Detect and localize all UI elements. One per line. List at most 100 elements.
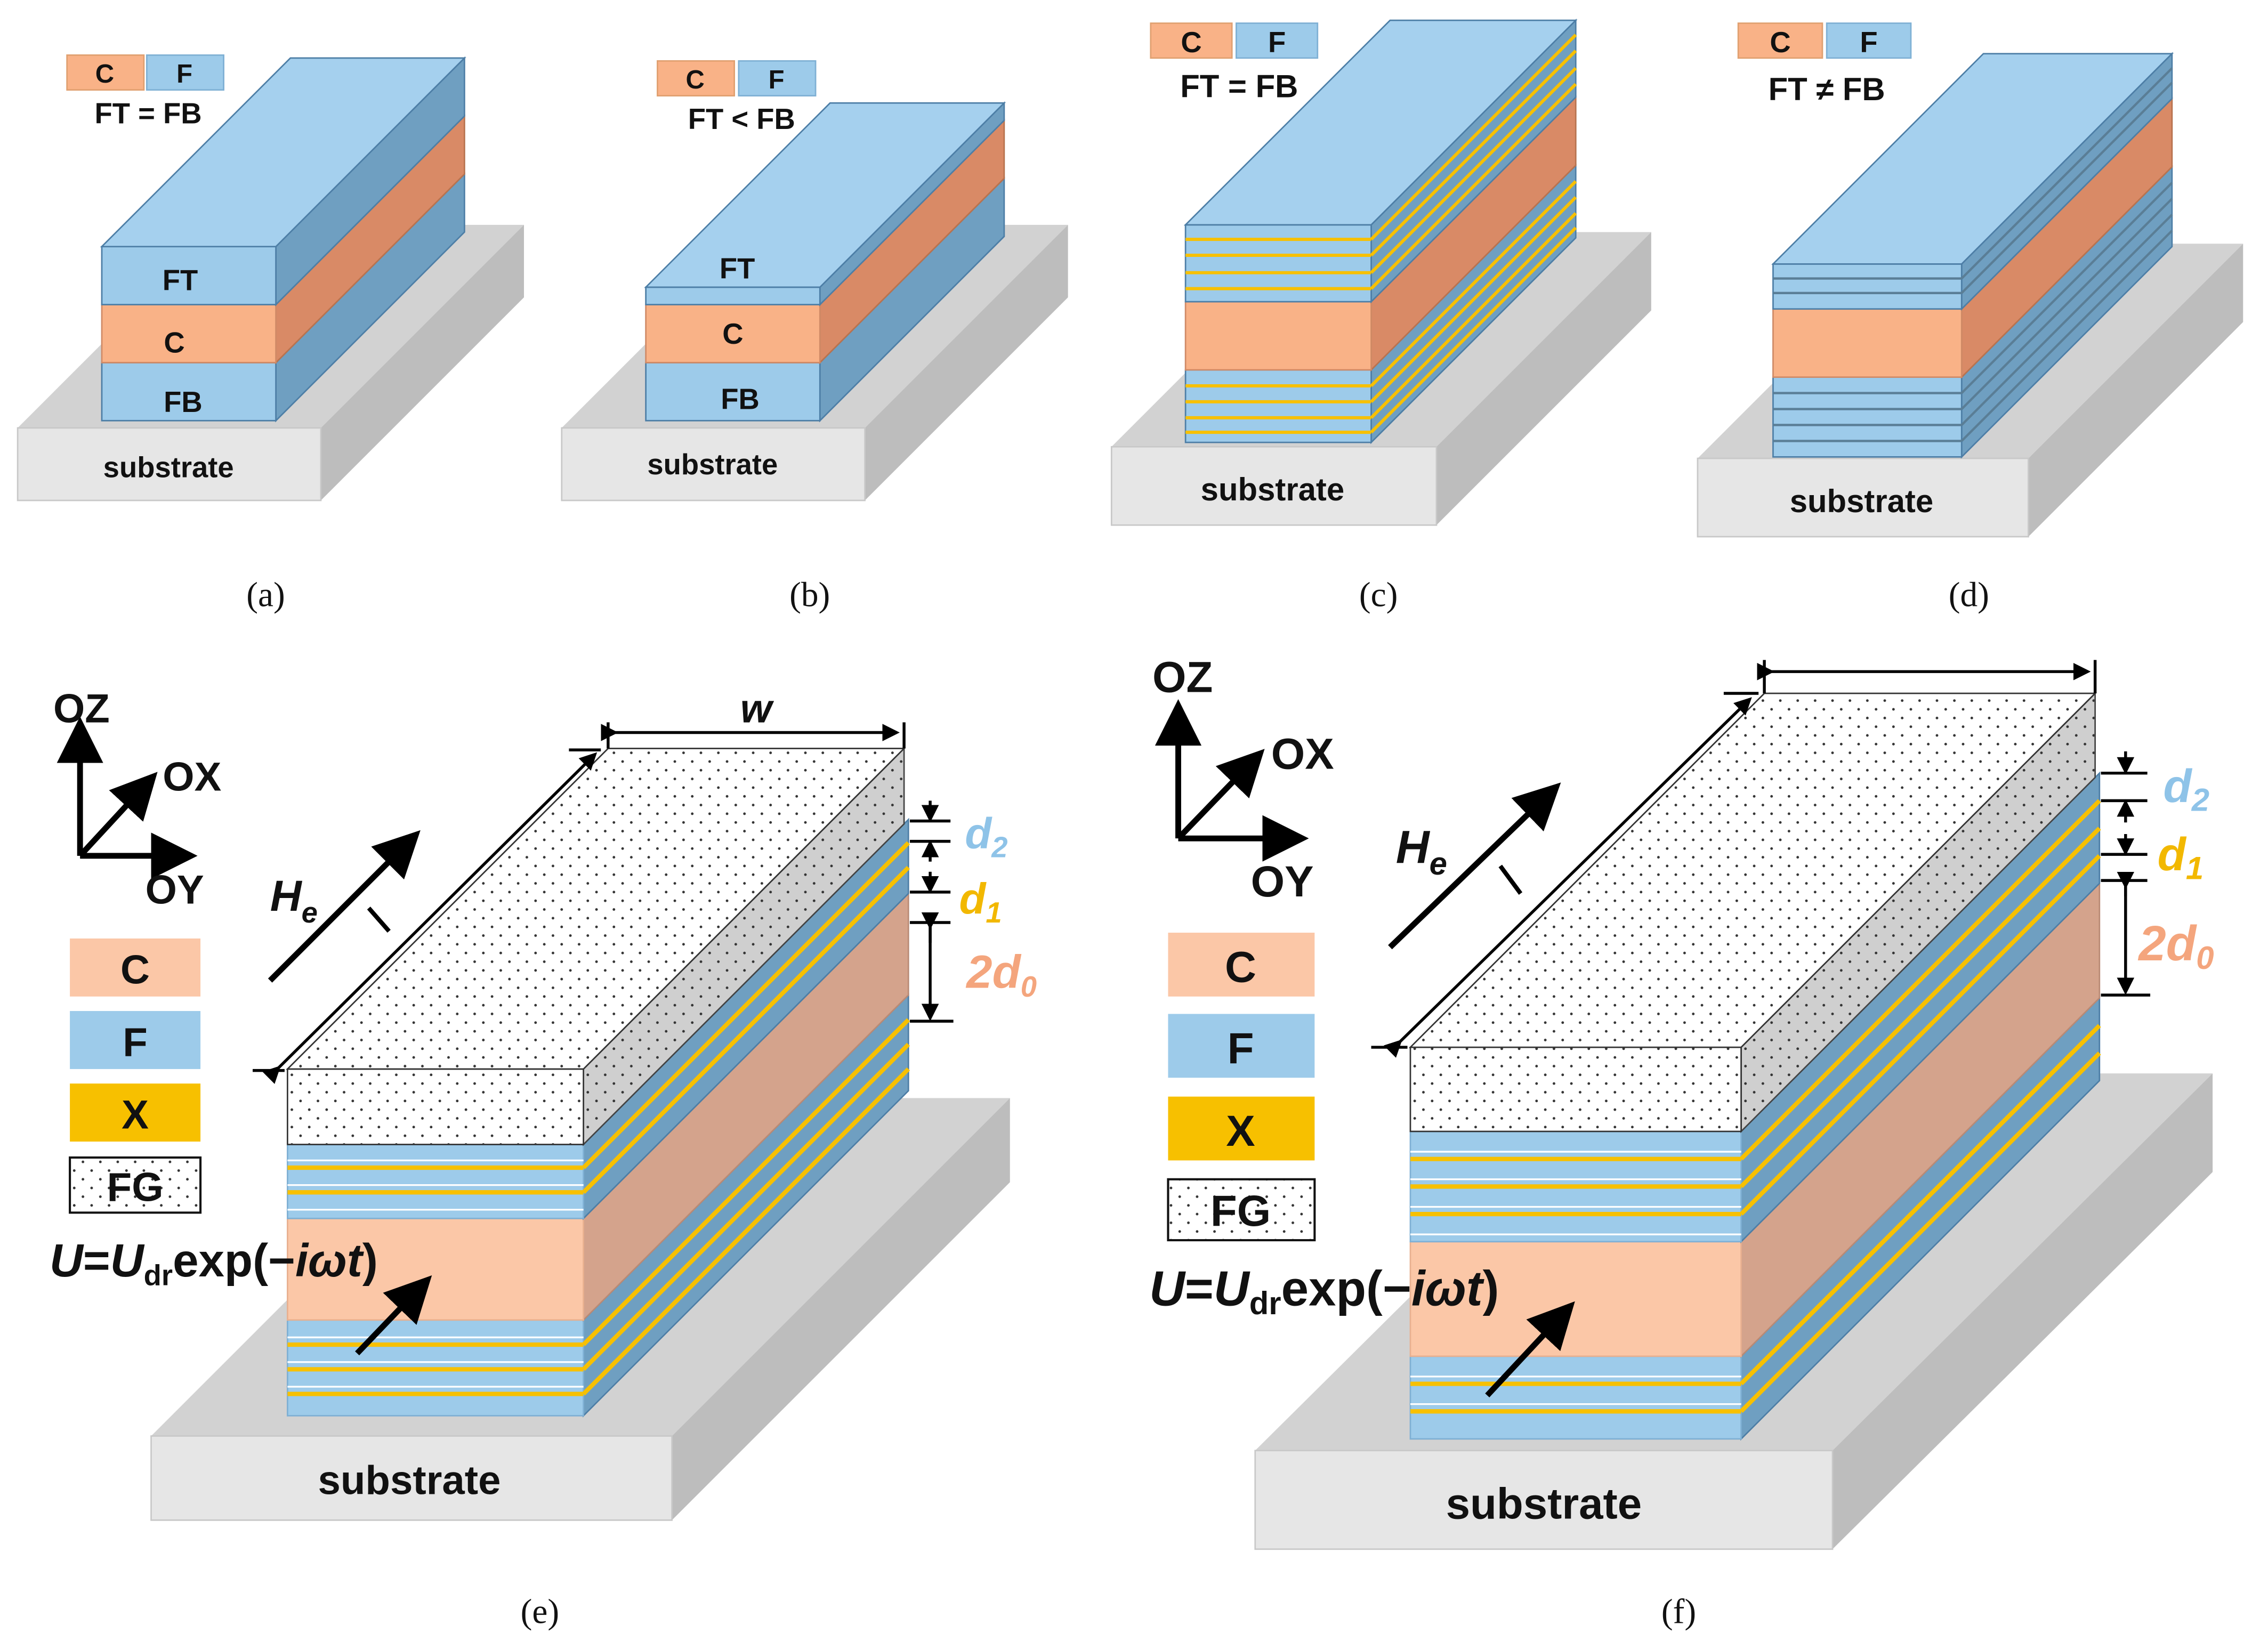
mini-legend-c-b: C	[685, 66, 704, 94]
mini-legend-c-c: C	[1181, 26, 1201, 59]
d1-main-f: d	[2158, 829, 2187, 880]
legend-f: C F X FG	[1167, 933, 1316, 1242]
caption-e: (e)	[521, 1593, 560, 1631]
volt-sub-f: dr	[1249, 1285, 1281, 1321]
volt-exp-f: exp(−	[1281, 1261, 1411, 1316]
w-label-e: w	[740, 686, 774, 731]
volt-iwt-e: iωt	[295, 1235, 364, 1287]
legend-x-f: X	[1226, 1107, 1255, 1155]
width-dimension-e: w	[601, 686, 906, 749]
stack-a: FT C FB	[100, 56, 466, 423]
d0-sub-f: 0	[2196, 940, 2214, 976]
legend-f-e: F	[123, 1020, 148, 1065]
mini-legend-f-c: F	[1268, 26, 1286, 59]
volt-exp-e: exp(−	[173, 1235, 295, 1287]
mini-legend-a: C F FT = FB	[66, 54, 224, 130]
caption-b: (b)	[789, 576, 830, 614]
volt-sub-e: dr	[144, 1259, 173, 1291]
d1-label-e: d1	[959, 875, 1002, 929]
caption-a: (a)	[246, 576, 285, 614]
c-label-b: C	[722, 318, 743, 350]
axis-ox-f: OX	[1271, 730, 1334, 779]
c-label-a: C	[164, 326, 184, 359]
d1-sub-e: 1	[986, 896, 1002, 929]
d0-sub-e: 0	[1021, 970, 1037, 1003]
volt-u-f: U	[1149, 1261, 1186, 1316]
d0-label-e: 2d0	[965, 946, 1037, 1002]
d0-main-f: 2d	[2137, 916, 2197, 971]
d2-label-f: d2	[2164, 761, 2210, 818]
width-dimension-f	[1757, 660, 2097, 693]
thickness-dims-e: d2 d1 2d0	[909, 800, 1037, 1023]
fb-label-b: FB	[721, 383, 760, 416]
volt-eq-f: =	[1185, 1261, 1214, 1316]
field-arrow-e: He	[268, 830, 421, 983]
stack-b: FT C FB	[644, 101, 1006, 423]
legend-fg-f: FG	[1210, 1187, 1271, 1235]
d0-main-e: 2d	[965, 946, 1021, 998]
caption-f: (f)	[1661, 1593, 1696, 1631]
substrate-label-e: substrate	[318, 1458, 501, 1503]
voltage-f: U=Udrexp(−iωt)	[1149, 1261, 1575, 1398]
d2-sub-e: 2	[991, 831, 1007, 864]
volt-u2-f: U	[1214, 1261, 1250, 1316]
d1-sub-f: 1	[2186, 850, 2204, 886]
panel-d: substrate C F FT	[1697, 22, 2243, 614]
he-main-e: H	[270, 872, 303, 920]
volt-close-f: )	[1483, 1261, 1499, 1316]
caption-c: (c)	[1359, 576, 1398, 614]
he-sub-f: e	[1430, 846, 1447, 881]
ft-label-b: FT	[720, 253, 755, 285]
mini-legend-b: C F FT < FB	[657, 60, 817, 135]
mini-legend-c-a: C	[95, 60, 114, 88]
axis-oz-f: OZ	[1152, 653, 1213, 701]
panel-f: substrate	[1149, 653, 2214, 1631]
substrate-label-d: substrate	[1790, 483, 1933, 519]
panel-e: substrate	[50, 686, 1037, 1631]
condition-d: FT ≠ FB	[1769, 71, 1885, 107]
volt-eq-e: =	[83, 1235, 110, 1287]
he-label-e: He	[270, 872, 318, 929]
d1-main-e: d	[959, 875, 987, 924]
legend-c-e: C	[120, 947, 150, 992]
he-main-f: H	[1396, 821, 1431, 873]
panel-b: substrate FT C FB C F FT < FB (b)	[561, 60, 1068, 614]
condition-a: FT = FB	[95, 97, 202, 130]
d2-sub-f: 2	[2191, 782, 2209, 818]
legend-e: C F X FG	[69, 938, 202, 1214]
fb-label-a: FB	[164, 386, 203, 418]
ft-label-a: FT	[163, 264, 198, 296]
length-dimension-e	[253, 748, 601, 1084]
stack-d	[1771, 52, 2174, 459]
axis-oy-e: OY	[146, 868, 204, 913]
volt-u2-e: U	[110, 1235, 145, 1287]
axis-ox-e: OX	[163, 754, 221, 799]
volt-close-e: )	[362, 1235, 378, 1287]
panel-a: substrate FT C FB C F FT = FB (a)	[17, 54, 524, 614]
voltage-label-e: U=Udrexp(−iωt)	[50, 1235, 378, 1291]
axis-oy-f: OY	[1251, 858, 1314, 906]
caption-d: (d)	[1949, 576, 1989, 614]
legend-c-f: C	[1225, 943, 1256, 992]
panel-c: substrate	[1110, 18, 1651, 614]
d0-label-f: 2d0	[2137, 916, 2214, 976]
mini-legend-c-d: C	[1770, 26, 1790, 59]
substrate-label-f: substrate	[1446, 1480, 1642, 1528]
voltage-e: U=Udrexp(−iωt)	[50, 1235, 432, 1356]
substrate-label-a: substrate	[103, 451, 234, 483]
condition-c: FT = FB	[1180, 68, 1298, 104]
legend-fg-e: FG	[107, 1165, 164, 1210]
d2-main-e: d	[965, 810, 992, 858]
field-arrow-f: He	[1388, 782, 1561, 950]
d1-label-f: d1	[2158, 829, 2204, 886]
stack-c	[1183, 18, 1578, 444]
mini-legend-c: C F FT = FB	[1150, 22, 1319, 104]
legend-f-f: F	[1228, 1024, 1254, 1073]
volt-iwt-f: iωt	[1411, 1261, 1484, 1316]
he-label-f: He	[1396, 821, 1447, 881]
substrate-label-b: substrate	[647, 448, 778, 481]
length-dimension-f	[1371, 692, 1759, 1058]
mini-legend-f-d: F	[1860, 26, 1877, 59]
substrate-label-c: substrate	[1201, 472, 1344, 507]
